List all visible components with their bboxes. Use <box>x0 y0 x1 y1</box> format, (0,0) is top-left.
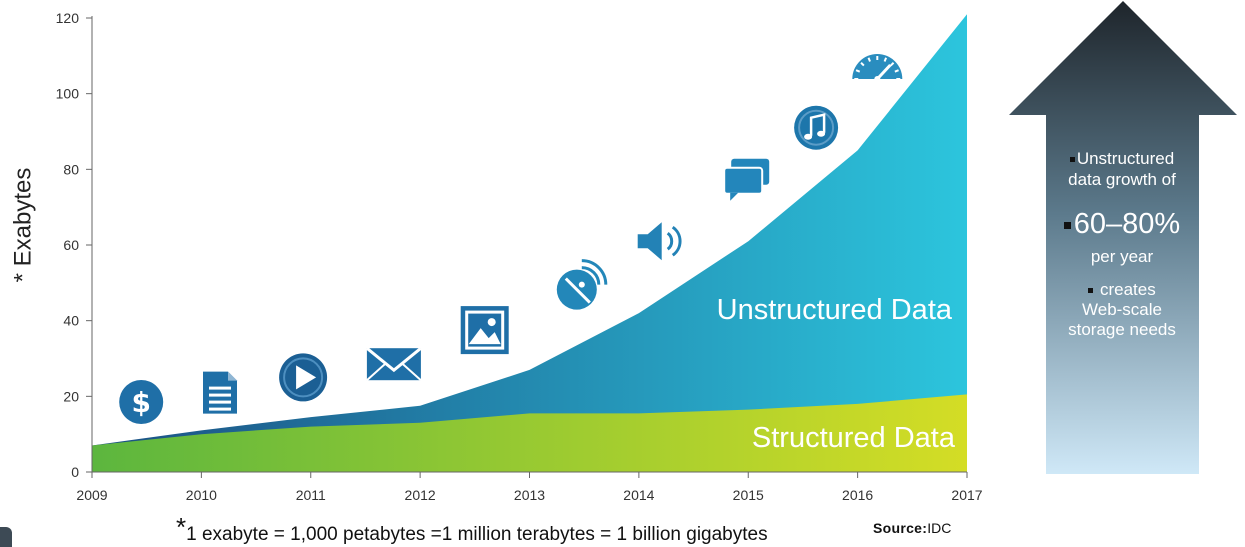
y-axis-label: * Exabytes <box>9 167 37 283</box>
x-tick-label: 2011 <box>296 487 326 503</box>
y-tick-label: 80 <box>63 161 79 177</box>
arrow-text-intro: Unstructured data growth of <box>1068 149 1176 189</box>
x-tick-label: 2017 <box>951 487 982 503</box>
x-tick-label: 2014 <box>623 487 654 503</box>
x-tick-label: 2016 <box>842 487 873 503</box>
x-tick-label: 2010 <box>186 487 217 503</box>
footnote-star: * <box>176 512 187 542</box>
area-structured <box>92 394 967 472</box>
satellite-icon <box>556 259 608 310</box>
source-credit: Source:IDC <box>873 520 951 536</box>
arrow-text-percent: 60–80% <box>1046 207 1198 241</box>
speedometer-icon <box>852 54 903 82</box>
chat-icon <box>723 158 770 201</box>
y-tick-label: 60 <box>63 237 79 253</box>
x-tick-label: 2012 <box>405 487 436 503</box>
footnote-text: 1 exabyte = 1,000 petabytes =1 million t… <box>186 524 768 545</box>
y-tick-label: 40 <box>63 313 79 329</box>
x-tick-label: 2015 <box>733 487 764 503</box>
image-icon <box>460 306 509 355</box>
bullet-icon <box>1088 288 1094 294</box>
source-value: IDC <box>927 520 952 536</box>
document-icon <box>203 371 237 414</box>
music-note-icon <box>794 105 839 150</box>
svg-text:$: $ <box>131 386 150 419</box>
series-label-structured: Structured Data <box>752 422 956 454</box>
x-tick-label: 2009 <box>76 487 107 503</box>
envelope-icon <box>365 347 422 381</box>
growth-arrow <box>1009 1 1237 474</box>
corner-decoration <box>0 527 12 547</box>
speaker-icon <box>637 222 682 261</box>
source-label: Source: <box>873 520 928 536</box>
area-unstructured <box>92 14 967 472</box>
arrow-text-needs: creates Web-scale storage needs <box>1068 280 1176 339</box>
series-label-unstructured: Unstructured Data <box>717 294 953 326</box>
play-icon <box>279 353 328 402</box>
bullet-icon <box>1069 157 1075 163</box>
y-tick-label: 120 <box>56 10 80 26</box>
area-chart: 0 20 40 60 80 100 120 2009 2010 2011 2012 2013 2014 2… <box>56 10 983 503</box>
footnote: *1 exabyte = 1,000 petabytes =1 million … <box>176 512 768 546</box>
dollar-icon: $ <box>119 380 164 424</box>
bullet-icon <box>1063 221 1071 229</box>
x-tick-label: 2013 <box>514 487 545 503</box>
y-tick-label: 20 <box>63 388 79 404</box>
y-tick-label: 0 <box>71 464 79 480</box>
y-tick-label: 100 <box>56 86 80 102</box>
arrow-text-per-year: per year <box>1090 247 1154 266</box>
